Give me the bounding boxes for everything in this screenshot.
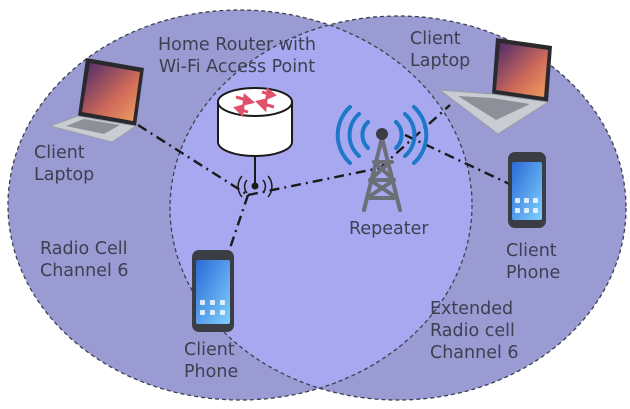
client-laptop-right-label: Client Laptop (410, 28, 470, 72)
client-phone-left-label: Client Phone (184, 339, 238, 383)
extended-cell-line3: Channel 6 (430, 343, 519, 363)
radio-cell-line1: Radio Cell (40, 239, 128, 259)
router-icon (217, 87, 293, 190)
wifi-signal-icon (237, 175, 273, 198)
client-phone-left-line2: Phone (184, 362, 239, 382)
laptop-icon (438, 38, 552, 135)
repeater-label-text: Repeater (349, 219, 429, 239)
client-laptop-left-line2: Laptop (34, 165, 95, 185)
client-phone-right-label: Client Phone (506, 240, 560, 284)
radio-cell-line2: Channel 6 (40, 261, 129, 281)
client-laptop-right-line2: Laptop (410, 51, 471, 71)
radio-cell-label: Radio Cell Channel 6 (40, 238, 129, 282)
client-phone-right-line1: Client (506, 241, 557, 261)
router-label-line1: Home Router with (158, 35, 316, 55)
repeater-tower-icon (335, 105, 429, 212)
extended-cell-line1: Extended (430, 299, 514, 319)
client-laptop-left-line1: Client (34, 143, 85, 163)
phone-icon (192, 250, 234, 332)
extended-cell-line2: Radio cell (430, 321, 515, 341)
phone-icon (508, 152, 546, 228)
client-phone-left-line1: Client (184, 340, 235, 360)
router-label-line2: Wi-Fi Access Point (158, 57, 316, 77)
laptop-icon (48, 58, 144, 143)
repeater-label: Repeater (349, 218, 429, 240)
client-phone-right-line2: Phone (506, 263, 561, 283)
client-laptop-right-line1: Client (410, 29, 461, 49)
extended-cell-label: Extended Radio cell Channel 6 (430, 298, 519, 364)
router-label: Home Router with Wi-Fi Access Point (158, 34, 316, 78)
client-laptop-left-label: Client Laptop (34, 142, 94, 186)
